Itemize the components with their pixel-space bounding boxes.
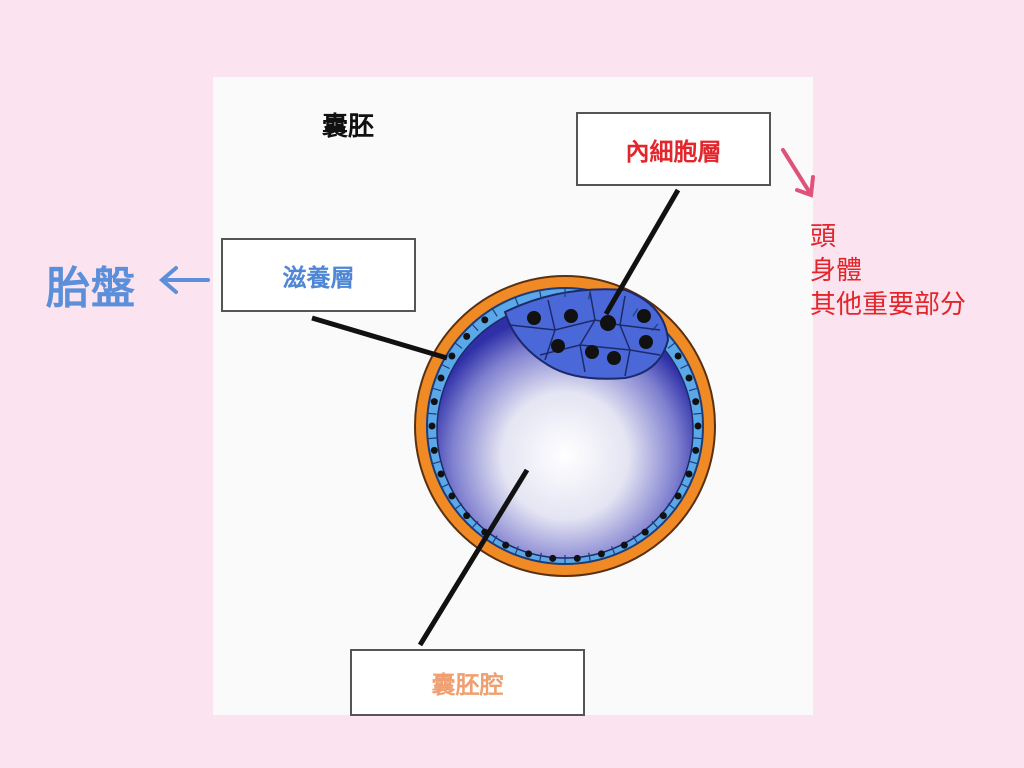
trophoblast-cell-boundary <box>441 482 450 489</box>
trophoblast-nucleus <box>692 446 700 454</box>
trophoblast-cell-boundary <box>693 437 703 440</box>
blastocoel-label: 囊胚腔 <box>350 649 585 716</box>
trophoblast-nucleus <box>428 422 436 430</box>
trophoblast-cell-boundary <box>611 546 616 555</box>
trophoblast-nucleus <box>463 332 471 340</box>
trophoblast-label: 滋養層 <box>221 238 416 312</box>
trophoblast-cell-boundary <box>454 342 463 349</box>
trophoblast-nuclei <box>427 288 703 564</box>
arrow-down-right-icon <box>781 148 815 198</box>
trophoblast-cell-boundary <box>471 520 479 529</box>
trophoblast-nucleus <box>430 398 438 406</box>
trophoblast-cell-boundary <box>454 503 463 510</box>
trophoblast-cell-boundary <box>491 308 498 317</box>
trophoblast-nucleus <box>448 352 456 360</box>
trophoblast-cell-boundary <box>432 460 442 465</box>
trophoblast-cell-boundary <box>667 342 676 349</box>
trophoblast-nucleus <box>597 550 605 558</box>
embryo-part-head: 頭 <box>810 222 837 252</box>
pointer-blastocoel <box>417 468 530 647</box>
trophoblast-nucleus <box>448 492 456 500</box>
trophoblast-cell-boundary <box>491 535 498 544</box>
trophoblast-cell-boundary <box>632 308 639 317</box>
trophoblast-cell-boundary <box>667 503 676 510</box>
trophoblast-nucleus <box>685 374 693 382</box>
trophoblast-nucleus <box>674 352 682 360</box>
embryo-parts-list: 頭 身體 其他重要部分 <box>810 220 966 322</box>
trophoblast-nucleus <box>437 374 445 382</box>
trophoblast-cell-boundary <box>588 552 591 562</box>
trophoblast-text: 滋養層 <box>282 263 355 292</box>
trophoblast-cell-boundary <box>688 387 698 392</box>
trophoblast-cell-boundary <box>632 535 639 544</box>
trophoblast-nucleus <box>463 512 471 520</box>
trophoblast-cell-boundary <box>651 520 659 529</box>
trophoblast-cell-boundary <box>588 290 591 300</box>
trophoblast-nucleus <box>692 398 700 406</box>
trophoblast-cell-boundary <box>514 546 519 555</box>
inner-cell-mass-label: 內細胞層 <box>576 112 771 186</box>
trophoblast-cell-boundary <box>680 363 689 370</box>
blastocoel-text: 囊胚腔 <box>431 671 504 699</box>
placenta-text: 胎盤 <box>46 263 136 314</box>
trophoblast-cell-boundary <box>471 323 479 332</box>
trophoblast-nucleus <box>694 422 702 430</box>
trophoblast-nucleus <box>620 541 628 549</box>
pointer-inner-cell-mass <box>603 188 681 316</box>
trophoblast-cell-boundary <box>693 412 703 415</box>
trophoblast-cell-boundary <box>432 387 442 392</box>
trophoblast-cell-boundary <box>688 460 698 465</box>
embryo-part-body: 身體 <box>810 256 863 286</box>
trophoblast-cell-boundary <box>514 297 519 306</box>
embryo-part-other: 其他重要部分 <box>810 290 967 320</box>
arrow-left-icon <box>158 266 210 294</box>
trophoblast-nucleus <box>502 541 510 549</box>
trophoblast-nucleus <box>481 316 489 324</box>
trophoblast-cell-boundary <box>539 290 542 300</box>
trophoblast-nucleus <box>549 554 557 562</box>
pointer-trophoblast <box>311 315 448 361</box>
trophoblast-cell-boundary <box>441 363 450 370</box>
trophoblast-nucleus <box>573 554 581 562</box>
trophoblast-nucleus <box>641 528 649 536</box>
diagram-title: 囊胚 <box>322 112 375 142</box>
trophoblast-cell-boundary <box>680 482 689 489</box>
trophoblast-nucleus <box>430 446 438 454</box>
trophoblast-cell-boundary <box>539 552 542 562</box>
trophoblast-cell-boundary <box>427 412 437 415</box>
inner-cell-mass-text: 內細胞層 <box>625 137 722 166</box>
inner-cell-mass <box>503 288 670 380</box>
trophoblast-cell-boundary <box>651 323 659 332</box>
trophoblast-nucleus <box>437 470 445 478</box>
trophoblast-cell-boundary <box>427 437 437 440</box>
trophoblast-nucleus <box>674 492 682 500</box>
trophoblast-nucleus <box>685 470 693 478</box>
trophoblast-nucleus <box>659 512 667 520</box>
trophoblast-nucleus <box>525 550 533 558</box>
